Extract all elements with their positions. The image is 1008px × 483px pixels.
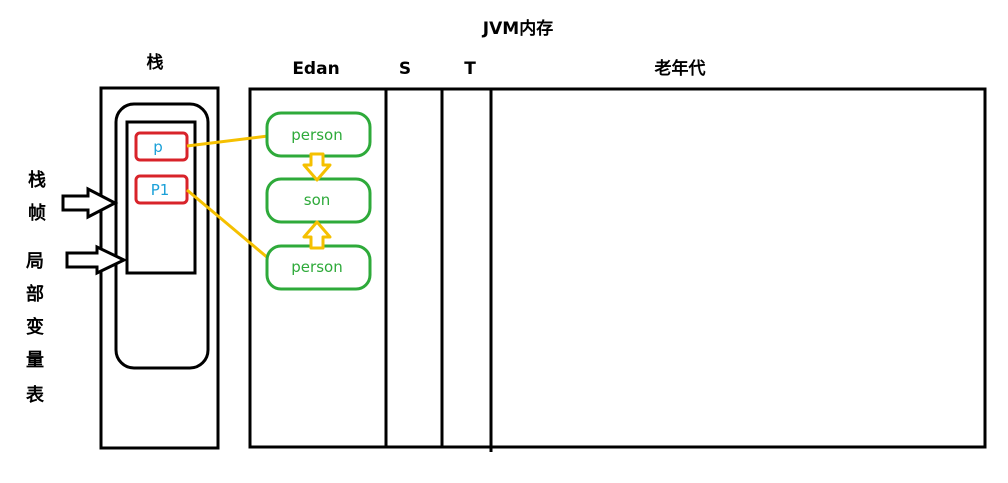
stack-frame [114,102,210,370]
arrow-down-icon [302,152,332,182]
arrow-up-icon [302,220,332,250]
reference-line-p1 [186,188,269,260]
variable-p1-box [134,174,189,205]
side-label-table-1: 局 [26,251,44,272]
variable-p1-label: P1 [151,181,170,199]
side-label-table-3: 变 [26,316,44,338]
variable-p-label: p [153,138,163,156]
eden-header: Edan [292,59,339,79]
side-label-table-2: 部 [26,283,44,305]
object-person-bottom-label: person [291,258,342,276]
survivor-t-header: T [464,59,476,79]
heap-box [248,87,987,449]
stack-header: 栈 [147,52,164,73]
survivor-s-header: S [399,59,411,79]
variable-p-box [134,131,189,162]
arrow-right-table-icon [65,244,128,276]
side-label-table-4: 量 [26,349,44,371]
side-label-table-5: 表 [26,384,45,406]
side-label-frame-2: 帧 [28,202,46,224]
old-generation-header: 老年代 [654,58,706,79]
diagram-title: JVM内存 [482,18,553,39]
arrow-right-frame-icon [61,186,119,220]
object-person-top-label: person [291,126,342,144]
side-label-frame-1: 栈 [28,169,46,191]
reference-line-p [186,134,269,148]
object-son-label: son [304,191,331,209]
